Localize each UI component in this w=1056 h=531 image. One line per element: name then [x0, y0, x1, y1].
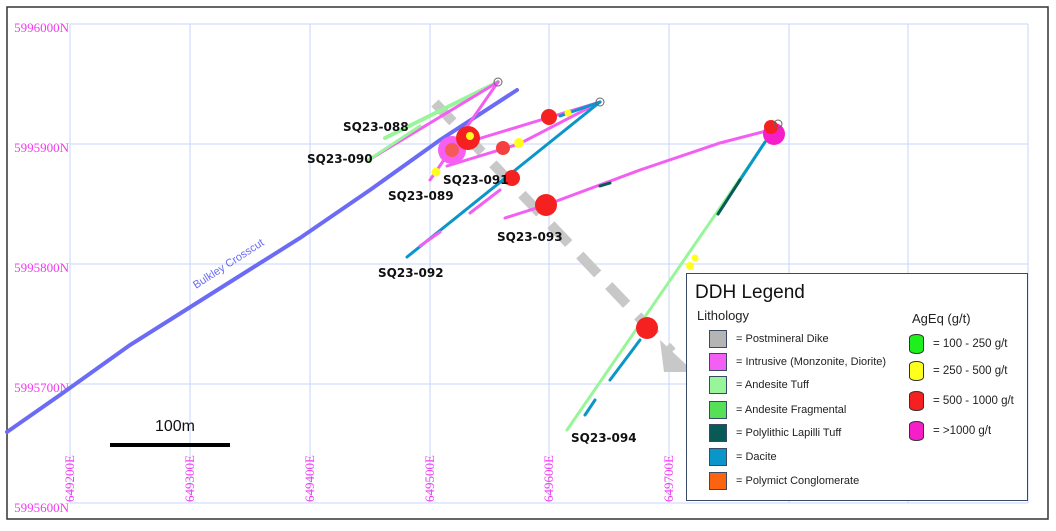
cylinder-icon — [909, 361, 924, 381]
legend-grade-over-1000: = >1000 g/t — [909, 421, 991, 441]
easting-label: 649300E — [182, 455, 197, 502]
cylinder-icon — [909, 391, 924, 411]
swatch-icon — [709, 353, 727, 371]
grade-heading: AgEq (g/t) — [912, 311, 971, 326]
swatch-icon — [709, 472, 727, 490]
northing-label: 5995800N — [14, 260, 70, 275]
easting-label: 649500E — [422, 455, 437, 502]
cylinder-icon — [909, 334, 924, 354]
swatch-icon — [709, 330, 727, 348]
legend-item-dacite: = Dacite — [709, 447, 777, 467]
swatch-icon — [709, 424, 727, 442]
drill-hole-label: SQ23-094 — [571, 431, 637, 445]
northing-label: 5995600N — [14, 500, 70, 515]
northing-label: 5995700N — [14, 380, 70, 395]
legend-grade-100-250: = 100 - 250 g/t — [909, 334, 1008, 354]
legend-grade-250-500: = 250 - 500 g/t — [909, 361, 1008, 381]
swatch-icon — [709, 401, 727, 419]
lithology-heading: Lithology — [697, 308, 750, 323]
easting-label: 649200E — [62, 455, 77, 502]
legend-item-andesite-tuff: = Andesite Tuff — [709, 375, 809, 395]
drill-hole-label: SQ23-090 — [307, 152, 373, 166]
legend-grade-500-1000: = 500 - 1000 g/t — [909, 391, 1014, 411]
easting-label: 649700E — [661, 455, 676, 502]
northing-label: 5995900N — [14, 140, 70, 155]
drill-hole-label: SQ23-089 — [388, 189, 454, 203]
scale-bar-label: 100m — [155, 418, 195, 435]
legend-item-polymict-conglomerate: = Polymict Conglomerate — [709, 471, 859, 491]
easting-label: 649400E — [302, 455, 317, 502]
legend-item-andesite-fragmental: = Andesite Fragmental — [709, 400, 846, 420]
swatch-icon — [709, 448, 727, 466]
legend-item-postmineral-dike: = Postmineral Dike — [709, 329, 829, 349]
ddh-legend: DDH Legend Lithology AgEq (g/t) = Postmi… — [686, 273, 1028, 501]
legend-title: DDH Legend — [695, 282, 805, 303]
drill-trace-sq23-088[interactable] — [383, 80, 500, 140]
northing-label: 5996000N — [14, 20, 70, 35]
drill-hole-label: SQ23-092 — [378, 266, 444, 280]
grade-markers — [431, 77, 785, 339]
drill-hole-label: SQ23-088 — [343, 120, 409, 134]
easting-label: 649600E — [541, 455, 556, 502]
legend-item-polylithic-lapilli-tuff: = Polylithic Lapilli Tuff — [709, 423, 841, 443]
legend-item-intrusive: = Intrusive (Monzonite, Diorite) — [709, 352, 886, 372]
drill-hole-label: SQ23-091 — [443, 173, 509, 187]
bulkley-crosscut-tunnel — [5, 88, 519, 434]
drill-trace-sq23-093[interactable] — [503, 128, 772, 220]
scale-bar — [110, 443, 230, 447]
drill-hole-label: SQ23-093 — [497, 230, 563, 244]
cylinder-icon — [909, 421, 924, 441]
swatch-icon — [709, 376, 727, 394]
